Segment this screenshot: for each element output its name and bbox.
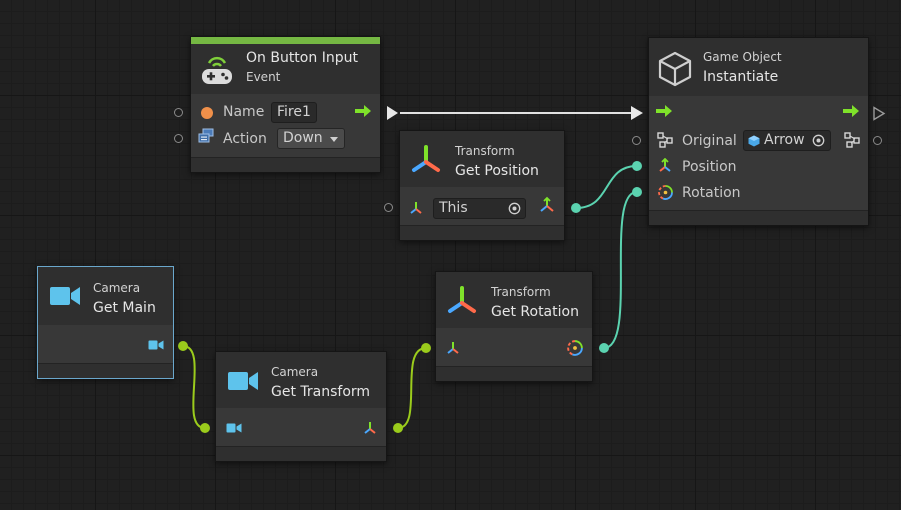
wire-position xyxy=(575,165,638,209)
node-footer xyxy=(436,366,592,381)
flow-output-arrow-icon[interactable] xyxy=(354,103,372,119)
name-input-port[interactable] xyxy=(174,108,183,117)
port-dot[interactable] xyxy=(632,161,642,171)
camera-get-main-node[interactable]: Camera Get Main xyxy=(37,266,174,379)
original-field[interactable]: Arrow xyxy=(743,130,831,151)
transform-icon xyxy=(448,286,476,313)
flow-input-arrow-icon[interactable] xyxy=(655,103,673,119)
node-header[interactable]: Camera Get Main xyxy=(38,267,173,325)
flow-output-arrow-icon[interactable] xyxy=(842,103,860,119)
string-type-icon xyxy=(201,107,213,119)
node-header[interactable]: Transform Get Rotation xyxy=(436,272,592,328)
node-title: Get Transform xyxy=(271,384,371,400)
node-subtitle: Event xyxy=(246,70,281,84)
node-footer xyxy=(216,446,386,461)
node-body: Original Arrow Position xyxy=(649,96,868,211)
port-dot[interactable] xyxy=(599,343,609,353)
node-kind: Game Object xyxy=(703,50,782,64)
node-footer xyxy=(649,210,868,225)
get-rotation-node[interactable]: Transform Get Rotation xyxy=(435,271,593,382)
object-picker-icon[interactable] xyxy=(812,134,825,147)
node-kind: Camera xyxy=(271,365,319,379)
port-dot[interactable] xyxy=(393,423,403,433)
object-type-icon xyxy=(844,132,860,148)
node-kind: Camera xyxy=(93,281,141,295)
original-input-port[interactable] xyxy=(632,136,641,145)
target-input-port[interactable] xyxy=(384,203,393,212)
node-title: Get Position xyxy=(455,163,539,179)
action-input-port[interactable] xyxy=(174,134,183,143)
position-label: Position xyxy=(682,159,737,175)
original-value: Arrow xyxy=(764,132,805,148)
node-kind: Transform xyxy=(455,144,515,158)
camera-get-transform-node[interactable]: Camera Get Transform xyxy=(215,351,387,462)
enum-type-icon xyxy=(198,128,214,143)
node-kind: Transform xyxy=(491,285,551,299)
wire-rotation xyxy=(603,191,638,349)
camera-icon xyxy=(228,372,258,390)
wire-main-camera xyxy=(182,345,206,429)
original-label: Original xyxy=(682,133,737,149)
camera-icon xyxy=(50,287,80,305)
cube-icon xyxy=(658,51,692,87)
port-dot[interactable] xyxy=(178,341,188,351)
node-header[interactable]: On Button Input Event xyxy=(191,44,380,94)
node-header[interactable]: Camera Get Transform xyxy=(216,352,386,408)
node-header[interactable]: Game Object Instantiate xyxy=(649,38,868,96)
node-title: Get Rotation xyxy=(491,304,579,320)
instantiate-node[interactable]: Game Object Instantiate Original Arrow xyxy=(648,37,869,226)
prefab-cube-icon xyxy=(748,135,760,147)
node-footer xyxy=(191,157,380,172)
transform-icon xyxy=(412,145,440,172)
port-dot[interactable] xyxy=(421,343,431,353)
port-dot[interactable] xyxy=(632,187,642,197)
object-picker-icon[interactable] xyxy=(508,202,521,215)
node-header[interactable]: Transform Get Position xyxy=(400,131,564,187)
gamepad-icon xyxy=(202,56,232,84)
port-dot[interactable] xyxy=(200,423,210,433)
action-value: Down xyxy=(283,130,323,146)
vector3-icon xyxy=(540,196,554,212)
quaternion-icon xyxy=(567,340,583,356)
node-body: This xyxy=(400,187,564,227)
vector3-icon xyxy=(659,158,671,172)
wire-camera-transform xyxy=(397,347,427,429)
on-button-input-node[interactable]: On Button Input Event Name Fire1 Action … xyxy=(190,36,381,173)
node-footer xyxy=(400,225,564,240)
name-label: Name xyxy=(223,104,265,120)
flow-wire-arrow-in xyxy=(387,106,398,120)
instantiate-output-port[interactable] xyxy=(873,136,882,145)
get-position-node[interactable]: Transform Get Position This xyxy=(399,130,565,241)
target-value: This xyxy=(439,200,468,216)
action-label: Action xyxy=(223,131,267,147)
camera-input-icon xyxy=(226,423,242,433)
transform-type-icon xyxy=(410,202,422,214)
name-field[interactable]: Fire1 xyxy=(271,102,317,123)
node-body xyxy=(38,325,173,365)
node-title: Get Main xyxy=(93,300,156,316)
transform-type-icon xyxy=(447,342,459,354)
port-dot[interactable] xyxy=(571,203,581,213)
event-accent-bar xyxy=(191,37,380,44)
node-title: Instantiate xyxy=(703,69,779,85)
quaternion-icon xyxy=(658,185,673,200)
node-body xyxy=(436,328,592,368)
object-type-icon xyxy=(657,132,673,148)
flow-output-triangle-icon[interactable] xyxy=(872,106,886,121)
camera-output-icon xyxy=(148,340,164,350)
transform-output-icon xyxy=(364,422,376,434)
node-title: On Button Input xyxy=(246,50,358,66)
node-footer xyxy=(38,363,173,378)
rotation-label: Rotation xyxy=(682,185,741,201)
action-dropdown[interactable]: Down xyxy=(277,128,345,149)
flow-wire-arrow-out xyxy=(631,106,643,120)
target-field[interactable]: This xyxy=(433,198,526,219)
node-body: Name Fire1 Action Down xyxy=(191,94,380,159)
chevron-down-icon xyxy=(330,137,338,142)
node-body xyxy=(216,408,386,448)
